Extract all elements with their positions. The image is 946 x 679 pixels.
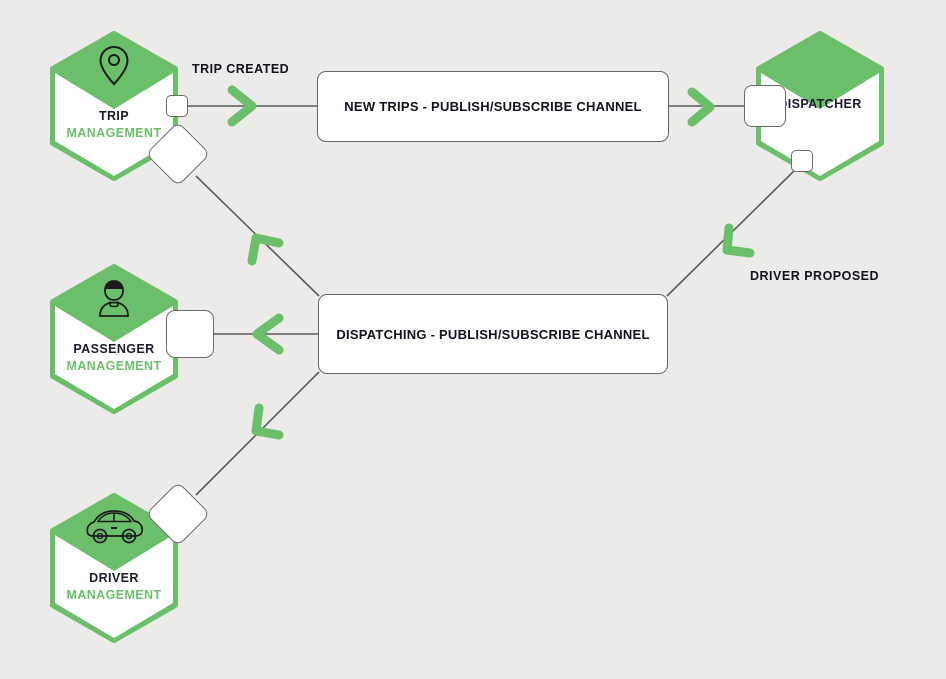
node-label-main: PASSENGER: [73, 342, 155, 356]
node-label-driver-management: DRIVER MANAGEMENT: [49, 570, 179, 604]
arrowhead-into-dispatcher: [687, 87, 715, 127]
arrowhead-driver-proposed: [722, 223, 755, 258]
port-trip-publish[interactable]: [166, 95, 188, 117]
channel-label: NEW TRIPS - PUBLISH/SUBSCRIBE CHANNEL: [344, 99, 642, 114]
node-label-main: DISPATCHER: [778, 97, 862, 111]
arrowhead-passenger-inbound: [252, 313, 284, 355]
node-label-passenger-management: PASSENGER MANAGEMENT: [49, 341, 179, 375]
hexagon-shape: [50, 264, 178, 414]
edge-label-driver-proposed: DRIVER PROPOSED: [750, 269, 880, 283]
channel-label: DISPATCHING - PUBLISH/SUBSCRIBE CHANNEL: [336, 326, 650, 342]
person-avatar-icon: [99, 280, 129, 317]
port-dispatcher-subscribe[interactable]: [744, 85, 786, 127]
arrowhead-trip-created: [227, 85, 257, 127]
edge-label-trip-created: TRIP CREATED: [192, 62, 290, 76]
node-label-sub: MANAGEMENT: [66, 359, 162, 373]
node-passenger-management[interactable]: PASSENGER MANAGEMENT: [49, 264, 179, 414]
wire-dispatching-to-trip: [195, 175, 320, 297]
arrowhead-trip-inbound: [247, 233, 284, 266]
port-dispatcher-publish[interactable]: [791, 150, 813, 172]
node-label-sub: MANAGEMENT: [66, 126, 162, 140]
node-dispatcher[interactable]: DISPATCHER: [755, 31, 885, 181]
hexagon-shape: [50, 493, 178, 643]
arrowhead-driver-inbound: [251, 403, 284, 440]
node-label-main: DRIVER: [89, 571, 139, 585]
node-trip-management[interactable]: TRIP MANAGEMENT: [49, 31, 179, 181]
node-label-trip-management: TRIP MANAGEMENT: [49, 108, 179, 142]
hexagon-shape: [756, 31, 884, 181]
channel-dispatching[interactable]: DISPATCHING - PUBLISH/SUBSCRIBE CHANNEL: [318, 294, 668, 374]
node-label-sub: MANAGEMENT: [66, 588, 162, 602]
car-icon: [86, 510, 144, 544]
node-driver-management[interactable]: DRIVER MANAGEMENT: [49, 493, 179, 643]
hexagon-shape: [50, 31, 178, 181]
node-label-dispatcher: DISPATCHER: [755, 96, 885, 113]
channel-new-trips[interactable]: NEW TRIPS - PUBLISH/SUBSCRIBE CHANNEL: [317, 71, 669, 142]
wire-dispatching-to-driver: [195, 371, 320, 496]
node-label-main: TRIP: [98, 109, 130, 123]
port-passenger-subscribe[interactable]: [166, 310, 214, 358]
map-pin-icon: [99, 45, 129, 86]
